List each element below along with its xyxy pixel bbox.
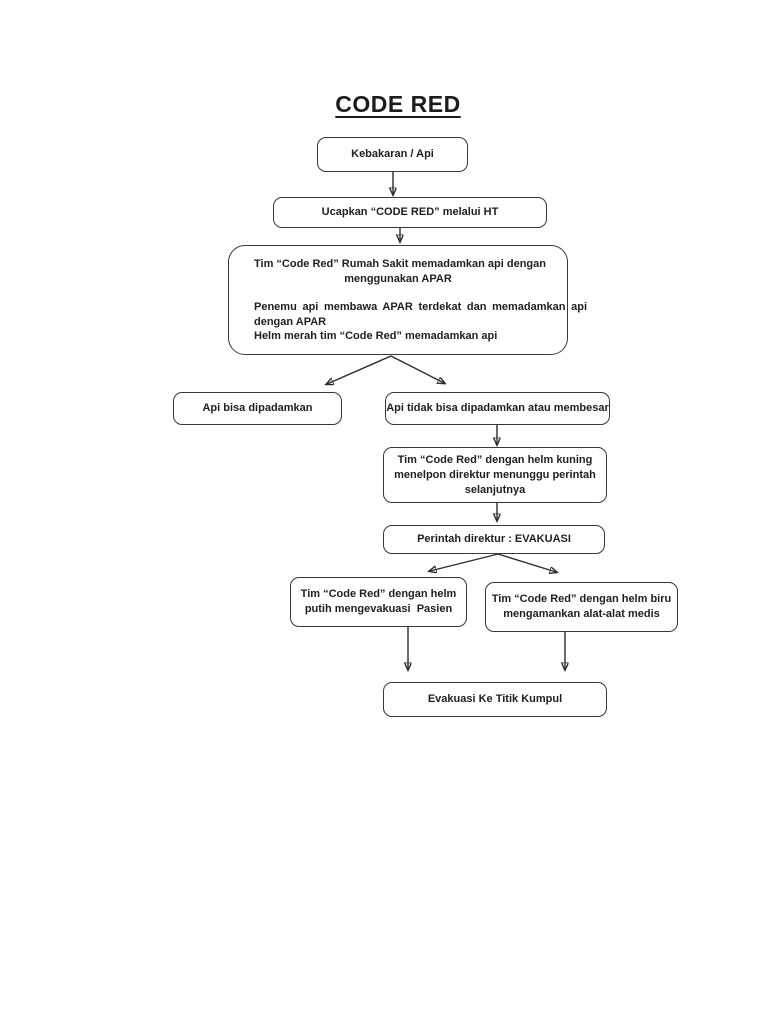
- extinguish-centered-text: Tim “Code Red” Rumah Sakit memadamkan ap…: [254, 258, 546, 285]
- flow-node-announce-code-red: Ucapkan “CODE RED” melalui HT: [273, 197, 547, 228]
- flow-node-label: Evakuasi Ke Titik Kumpul: [427, 693, 563, 705]
- flow-node-label: Ucapkan “CODE RED” melalui HT: [321, 206, 499, 218]
- flow-node-label: Api tidak bisa dipadamkan atau membesar: [386, 402, 609, 414]
- arrow-extinguish-to-not-extinguished: [390, 355, 444, 383]
- arrow-director-order-to-white-helmet: [430, 553, 499, 571]
- flow-node-label: Kebakaran / Api: [351, 148, 434, 160]
- flow-node-fire-not-extinguished: Api tidak bisa dipadamkan atau membesar: [385, 392, 610, 425]
- flow-node-start: Kebakaran / Api: [317, 137, 468, 172]
- page-title: CODE RED: [335, 91, 461, 117]
- flow-node-yellow-helmet-call-director: Tim “Code Red” dengan helm kuning menelp…: [383, 447, 607, 503]
- flow-node-extinguish-with-apar: Tim “Code Red” Rumah Sakit memadamkan ap…: [228, 245, 588, 355]
- flow-node-assembly-point: Evakuasi Ke Titik Kumpul: [383, 682, 607, 717]
- flow-node-label: Api bisa dipadamkan: [202, 402, 313, 414]
- extinguish-detail-text: Penemu api membawa APAR terdekat dan mem…: [254, 301, 588, 342]
- flow-node-white-helmet-evacuate-patients: Tim “Code Red” dengan helm putih mengeva…: [290, 577, 467, 627]
- flow-node-director-order-evacuate: Perintah direktur : EVAKUASI: [383, 525, 605, 554]
- arrow-extinguish-to-extinguished: [327, 355, 392, 384]
- flow-node-label: Perintah direktur : EVAKUASI: [417, 533, 571, 545]
- flow-node-blue-helmet-secure-equipment: Tim “Code Red” dengan helm biru mengaman…: [485, 582, 678, 632]
- flow-node-fire-extinguished: Api bisa dipadamkan: [173, 392, 342, 425]
- arrow-director-order-to-blue-helmet: [497, 553, 556, 572]
